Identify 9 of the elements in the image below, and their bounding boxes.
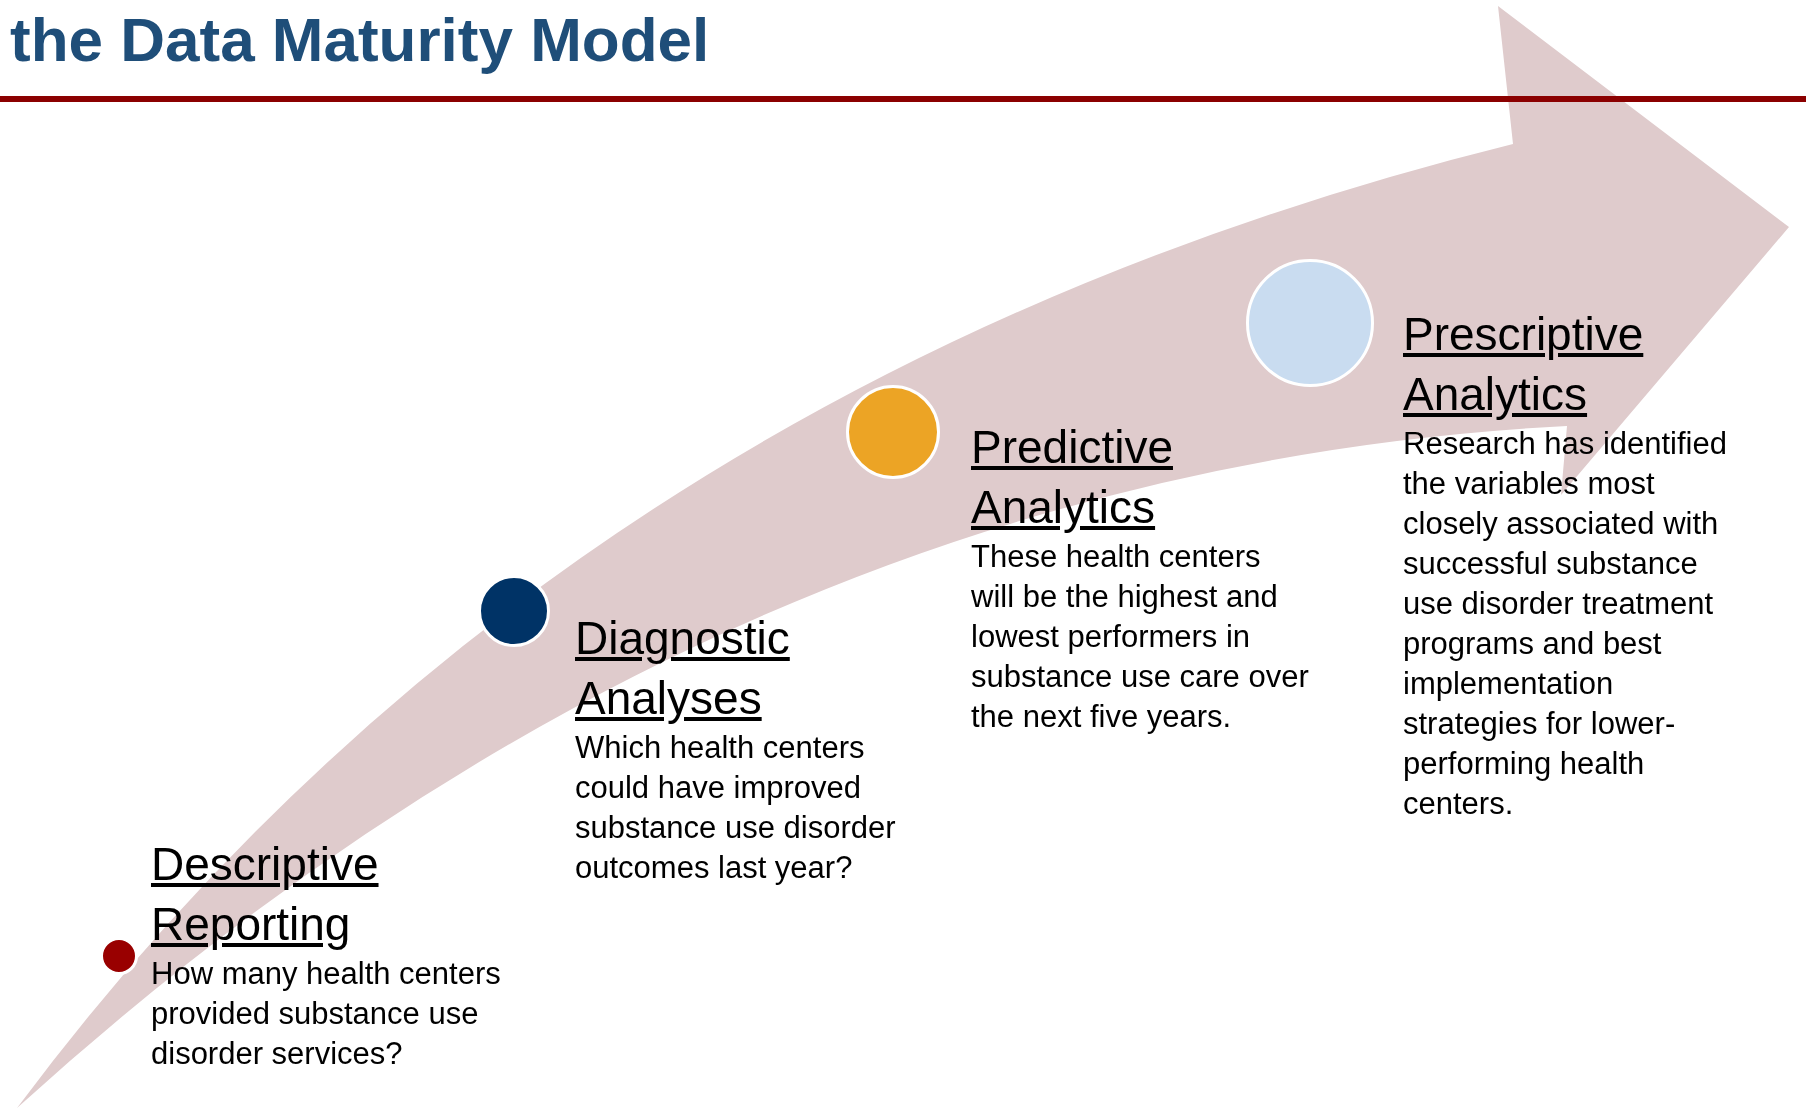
stage-description: How many health centers provided substance use disorder services? — [151, 955, 502, 1073]
stage-description: Research has identified the variables most closely associated with successful substance use disorder treatment programs and best implementation strategies for lower-performing health centers. — [1403, 425, 1728, 823]
stage-heading: Descriptive Reporting — [151, 837, 380, 952]
stage-heading: Predictive Analytics — [971, 420, 1174, 535]
stage-description: These health centers will be the highest and lowest performers in substance use care over the next five years. — [971, 538, 1310, 736]
stage-heading: Prescriptive Analytics — [1403, 307, 1645, 422]
stage-heading: Diagnostic Analyses — [575, 611, 791, 726]
stage-description: Which health centers could have improved substance use disorder outcomes last year? — [575, 729, 897, 887]
title: the Data Maturity Model — [10, 4, 710, 75]
